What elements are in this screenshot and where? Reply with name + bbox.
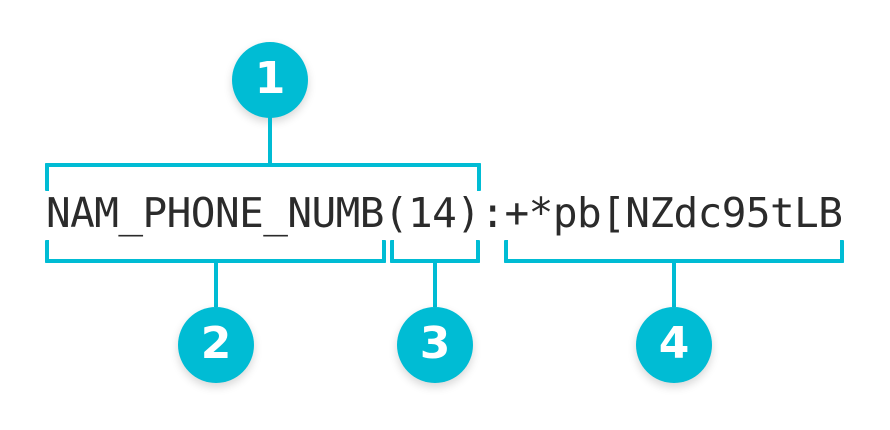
stem-badge-1 — [268, 116, 272, 165]
bracket-segment-2 — [45, 240, 386, 263]
badge-2-label: 2 — [200, 318, 232, 369]
badge-1[interactable]: 1 — [232, 42, 308, 118]
badge-2[interactable]: 2 — [178, 307, 254, 383]
badge-3[interactable]: 3 — [397, 307, 473, 383]
bracket-segment-1 — [45, 163, 481, 191]
badge-3-label: 3 — [419, 318, 451, 369]
badge-4[interactable]: 4 — [636, 307, 712, 383]
stem-badge-4 — [672, 261, 676, 307]
bracket-segment-4 — [504, 240, 844, 263]
stem-badge-3 — [433, 261, 437, 307]
stem-badge-2 — [214, 261, 218, 307]
bracket-segment-3 — [390, 240, 480, 263]
badge-4-label: 4 — [658, 318, 690, 369]
code-string: NAM_PHONE_NUMB(14):+*pb[NZdc95tLB — [46, 189, 843, 237]
badge-1-label: 1 — [254, 53, 286, 104]
